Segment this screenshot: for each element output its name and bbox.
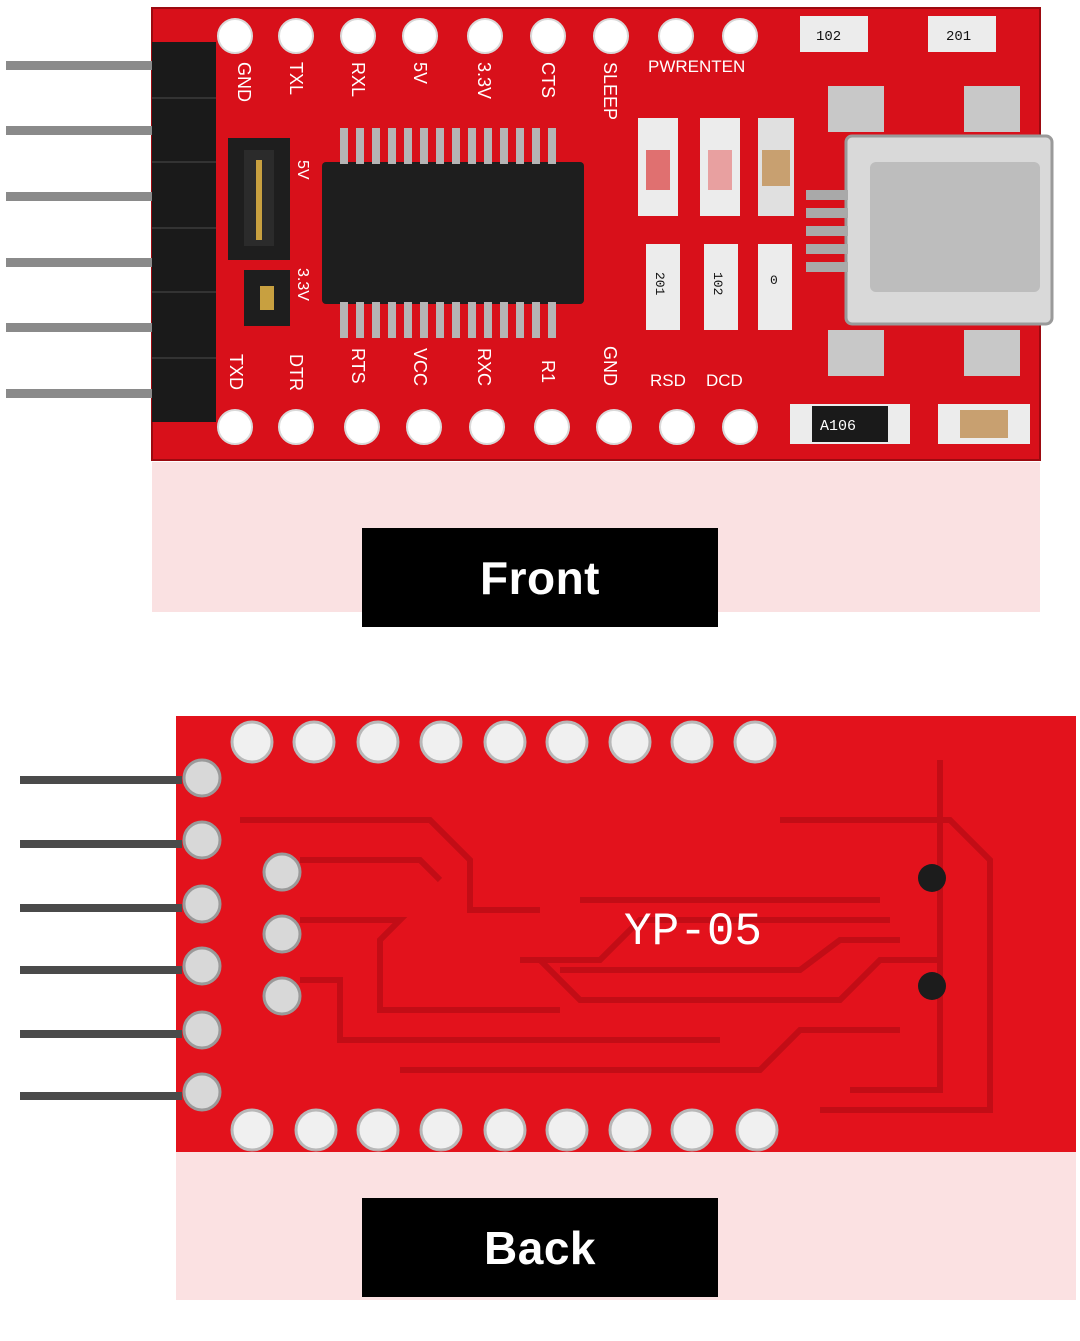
back-bottom-holes [230, 1108, 779, 1152]
mini-usb-connector [806, 86, 1054, 376]
bottom-pin-label: TXD [226, 354, 246, 390]
resistor-code: 201 [946, 29, 971, 45]
top-pin-label: RXL [348, 62, 368, 97]
top-pin-label: GND [234, 62, 254, 102]
resistor-code: A106 [820, 418, 856, 435]
front-panel: GND TXL RXL 5V 3.3V CTS SLEEP PWRENTEN T… [0, 0, 1080, 470]
top-pin-label: 5V [410, 62, 430, 84]
bottom-pin-label: VCC [410, 348, 430, 386]
ft232-chip [322, 128, 584, 338]
top-pin-label: TXL [286, 62, 306, 95]
top-pin-label: CTS [538, 62, 558, 98]
back-top-holes [230, 720, 777, 764]
top-pin-label: 3.3V [474, 62, 494, 99]
back-board-image: YP-05 [20, 716, 1076, 1152]
bottom-pin-label: RTS [348, 348, 368, 384]
back-label: Back [484, 1221, 596, 1274]
bottom-pin-label: RXC [474, 348, 494, 386]
back-header-pins [20, 776, 182, 1100]
smd-components [638, 16, 1030, 444]
front-header-pins [6, 42, 216, 422]
back-traces [240, 760, 993, 1113]
front-label: Front [479, 551, 600, 604]
resistor-code: 201 [652, 272, 667, 296]
via [918, 864, 946, 892]
resistor-code: 102 [710, 272, 725, 295]
back-panel: YP-05 [0, 710, 1080, 1160]
via [918, 972, 946, 1000]
front-label-box: Front [362, 528, 718, 627]
voltage-jumper [228, 138, 290, 326]
top-pin-label: SLEEP [600, 62, 620, 120]
bottom-pin-label: GND [600, 346, 620, 386]
front-top-holes [217, 18, 758, 54]
front-board-image: GND TXL RXL 5V 3.3V CTS SLEEP PWRENTEN T… [6, 7, 1054, 461]
bottom-pin-label: DTR [286, 354, 306, 391]
back-label-box: Back [362, 1198, 718, 1297]
bottom-pin-label: R1 [538, 360, 558, 383]
back-solder-joints [182, 758, 302, 1112]
board-marking: YP-05 [624, 906, 762, 958]
resistor-code: 0 [770, 273, 778, 288]
bottom-pin-label: RSD [650, 371, 686, 390]
bottom-pin-label: DCD [706, 371, 743, 390]
front-bottom-holes [217, 409, 758, 445]
top-pin-label: PWRENTEN [648, 57, 745, 76]
front-silkscreen: GND TXL RXL 5V 3.3V CTS SLEEP PWRENTEN T… [226, 29, 971, 435]
resistor-code: 102 [816, 29, 841, 45]
jumper-label-5v: 5V [294, 160, 311, 180]
jumper-label-3v3: 3.3V [294, 268, 311, 301]
